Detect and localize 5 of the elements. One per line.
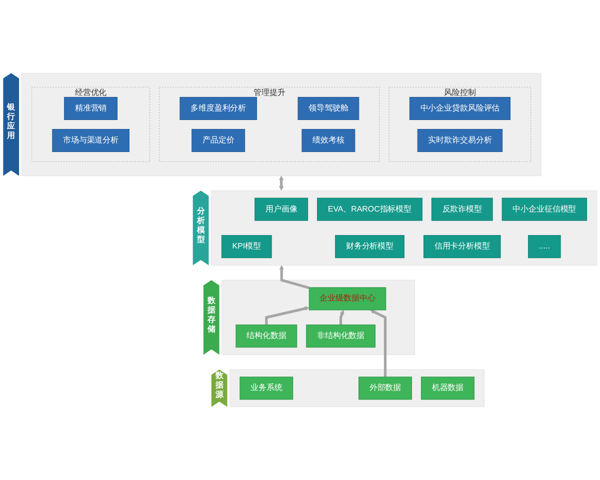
arrow xyxy=(279,176,284,191)
arrow xyxy=(265,306,310,325)
arrow xyxy=(339,310,344,325)
arrow xyxy=(279,265,310,290)
arrow xyxy=(370,310,387,377)
